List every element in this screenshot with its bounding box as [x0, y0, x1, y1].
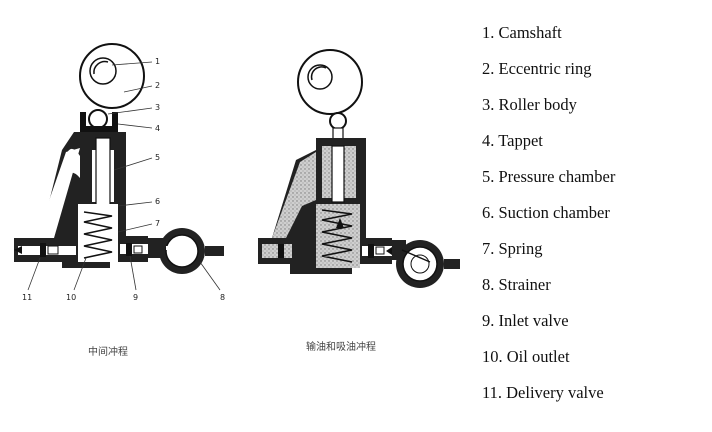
legend-item-camshaft: 1. Camshaft	[482, 23, 562, 42]
spring-right	[321, 209, 353, 263]
callout-10: 10	[66, 293, 76, 302]
callout-8: 8	[220, 293, 225, 302]
legend-item-suction-chamber: 6. Suction chamber	[482, 203, 610, 222]
left-caption: 中间冲程	[88, 345, 128, 358]
inlet-valve-left	[126, 243, 132, 256]
callout-6: 6	[155, 197, 160, 206]
legend-item-inlet-valve: 9. Inlet valve	[482, 311, 569, 330]
legend-item-delivery-valve: 11. Delivery valve	[482, 383, 604, 402]
roller-right	[329, 112, 347, 130]
spring-left	[83, 211, 113, 259]
delivery-valve-left	[40, 243, 46, 257]
legend-item-pressure-chamber: 5. Pressure chamber	[482, 167, 616, 186]
callout-4: 4	[155, 124, 160, 133]
callout-7: 7	[155, 219, 160, 228]
legend-item-roller-body: 3. Roller body	[482, 95, 577, 114]
legend-item-spring: 7. Spring	[482, 239, 543, 258]
right-pump-diagram: 输油和吸油冲程	[258, 49, 460, 353]
inlet-valve-right	[368, 244, 374, 258]
camshaft-left	[79, 43, 145, 109]
callout-2: 2	[155, 81, 160, 90]
callout-5: 5	[155, 153, 160, 162]
legend-item-oil-outlet: 10. Oil outlet	[482, 347, 570, 366]
legend-item-tappet: 4. Tappet	[482, 131, 543, 150]
legend-item-eccentric-ring: 2. Eccentric ring	[482, 59, 592, 78]
parts-legend: 1. Camshaft 2. Eccentric ring 3. Roller …	[482, 20, 615, 416]
left-pump-diagram: 1 2 3 4 5 6 7 8 9 10 11 中间冲程	[14, 43, 225, 358]
legend-item-strainer: 8. Strainer	[482, 275, 551, 294]
callout-11: 11	[22, 293, 32, 302]
strainer-left	[148, 228, 224, 274]
callout-9: 9	[133, 293, 138, 302]
right-caption: 输油和吸油冲程	[306, 340, 376, 353]
tappet-left	[80, 112, 118, 132]
roller-left	[88, 109, 108, 129]
callout-3: 3	[155, 103, 160, 112]
callout-1: 1	[155, 57, 160, 66]
camshaft-right	[297, 49, 363, 115]
strainer-right	[392, 240, 460, 288]
pump-diagram: 1 2 3 4 5 6 7 8 9 10 11 中间冲程	[14, 43, 460, 358]
delivery-valve-right	[278, 244, 284, 258]
